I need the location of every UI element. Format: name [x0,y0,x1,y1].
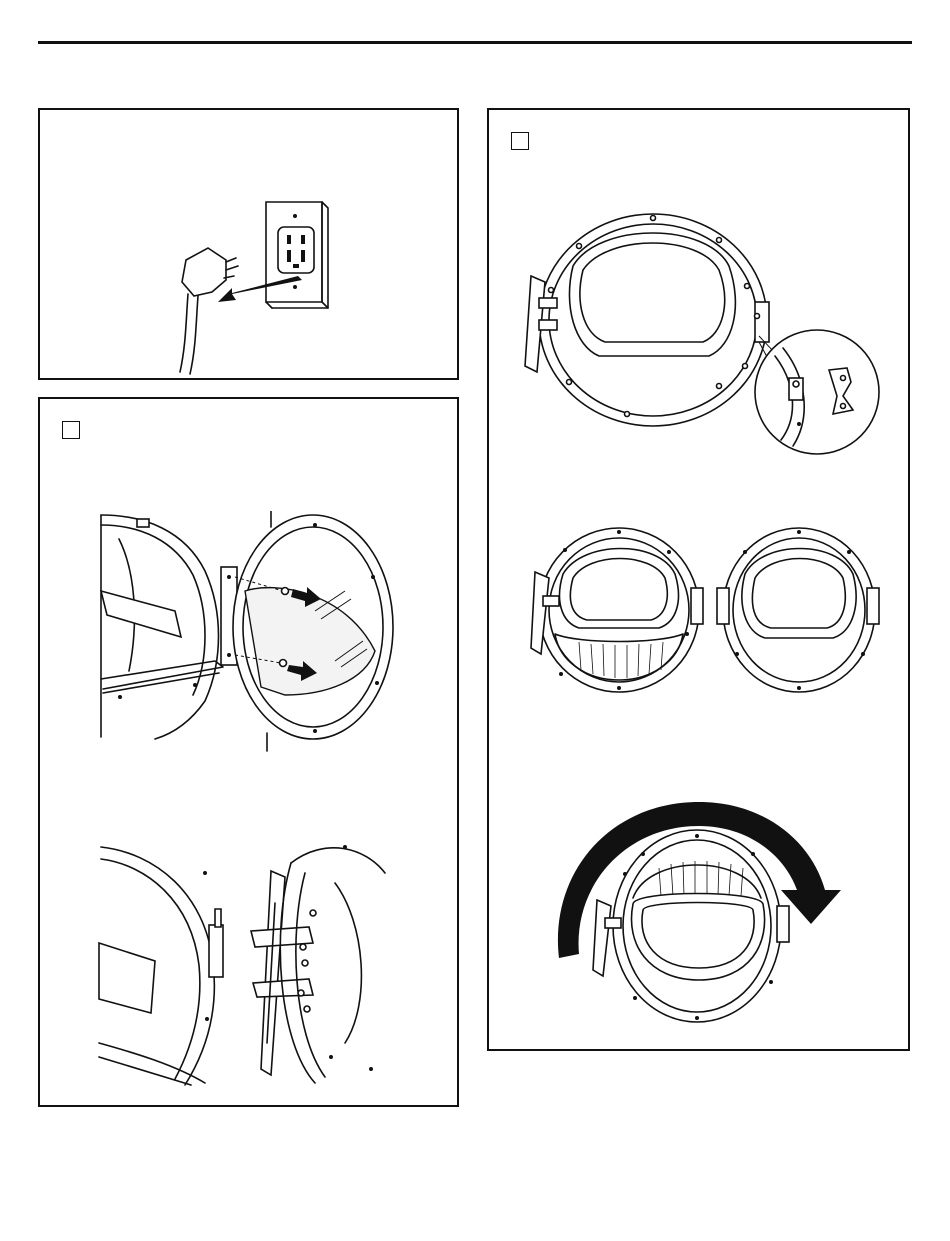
remove-door-panel [38,397,459,1107]
unplug-panel [38,108,459,380]
remove-door-checkbox[interactable] [62,421,80,439]
door-hinge-detail-illustration [95,843,395,1089]
door-trim-screws-illustration [519,206,889,472]
reverse-door-panel [487,108,910,1051]
door-rotation-illustration [549,794,849,1034]
power-plug-icon [180,248,238,374]
outlet-icon [266,202,328,308]
top-rule [38,41,912,44]
reverse-door-checkbox[interactable] [511,132,529,150]
door-hinge-screws-illustration [95,511,395,757]
door-halves-illustration [519,524,889,696]
unplug-illustration [40,110,461,382]
